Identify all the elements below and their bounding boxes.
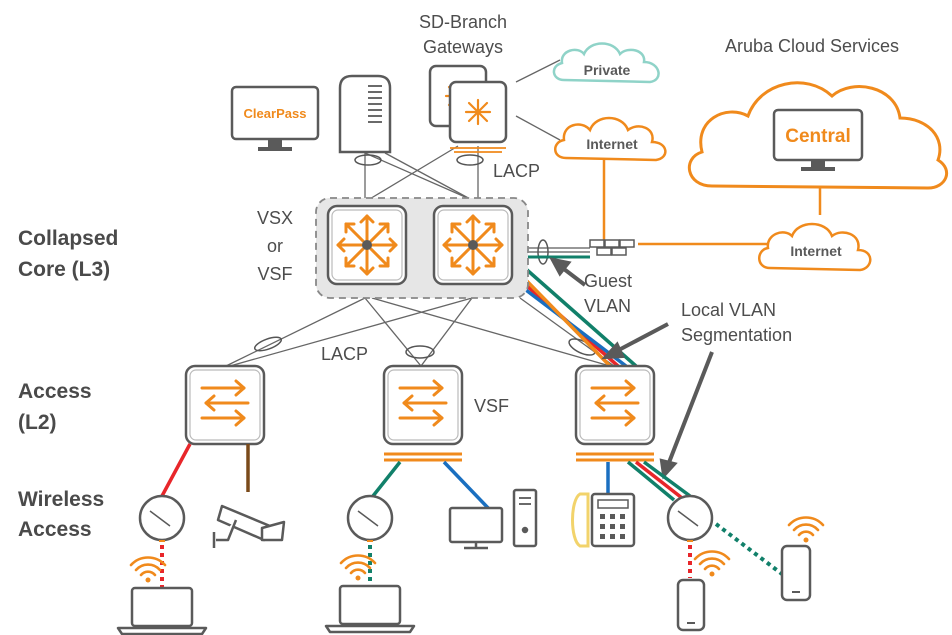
guest-vlan-label-2: VLAN — [584, 296, 631, 316]
private-cloud-label: Private — [584, 62, 631, 78]
access-switch-left[interactable] — [184, 364, 266, 446]
internet-right-label: Internet — [790, 243, 842, 259]
server-icon — [338, 74, 392, 154]
central-label: Central — [785, 126, 850, 147]
internet-cloud-right: Internet — [758, 222, 872, 272]
guest-vlan-label: Guest — [584, 271, 632, 291]
lacp-mid-label: LACP — [321, 344, 368, 364]
edge-links — [160, 443, 692, 512]
core-switch-2[interactable] — [432, 204, 514, 286]
local-vlan-label-2: Segmentation — [681, 325, 792, 345]
desktop-computer-icon — [448, 488, 538, 550]
wireless-dotted-links — [160, 522, 784, 590]
access-switch-right[interactable] — [574, 364, 656, 446]
firewall-icon — [589, 239, 635, 256]
lacp-top-label: LACP — [493, 161, 540, 181]
internet-cloud-top: Internet — [554, 116, 667, 162]
desk-phone-icon — [571, 492, 636, 548]
or-label: or — [267, 236, 283, 256]
access-point-left[interactable] — [138, 494, 186, 543]
vsf-core-label: VSF — [257, 264, 292, 284]
collapsed-core-label-2: Core (L3) — [18, 258, 110, 281]
access-switch-center[interactable] — [382, 364, 464, 446]
local-vlan-label: Local VLAN — [681, 300, 776, 320]
access-tier-label: Access — [18, 380, 92, 403]
core-switch-1[interactable] — [326, 204, 408, 286]
gateway-base — [450, 147, 506, 153]
laptop-center — [324, 584, 416, 634]
vsx-label: VSX — [257, 208, 293, 228]
callout-arrows — [549, 257, 714, 480]
wifi-icon — [787, 516, 825, 544]
wireless-tier-label-2: Access — [18, 518, 92, 541]
guest-vlan-link — [518, 247, 590, 259]
smartphone-left — [676, 578, 706, 632]
wireless-tier-label: Wireless — [18, 488, 104, 511]
vsf-access-label: VSF — [474, 396, 509, 416]
security-camera-icon — [212, 504, 286, 548]
collapsed-core-label: Collapsed — [18, 227, 118, 250]
clearpass-label: ClearPass — [244, 106, 307, 121]
access-point-center[interactable] — [346, 494, 394, 543]
laptop-left — [116, 586, 208, 635]
smartphone-right — [780, 544, 812, 602]
aruba-cloud-label: Aruba Cloud Services — [725, 36, 899, 56]
internet-top-label: Internet — [586, 136, 638, 152]
access-tier-label-2: (L2) — [18, 411, 57, 434]
vsf-stack-bars — [384, 452, 654, 462]
aruba-cloud: Central — [687, 81, 949, 190]
wifi-icon — [129, 556, 167, 584]
wifi-icon — [693, 550, 731, 578]
wifi-icon — [339, 554, 377, 582]
clearpass-monitor[interactable]: ClearPass — [230, 85, 320, 151]
central-monitor[interactable]: Central — [772, 108, 864, 171]
internet-links — [602, 160, 822, 246]
private-cloud: Private — [552, 42, 660, 84]
sdbranch-label-2: Gateways — [423, 37, 503, 57]
sdbranch-gateway-front[interactable] — [448, 80, 508, 144]
sdbranch-label: SD-Branch — [419, 12, 507, 32]
access-point-right[interactable] — [666, 494, 714, 543]
